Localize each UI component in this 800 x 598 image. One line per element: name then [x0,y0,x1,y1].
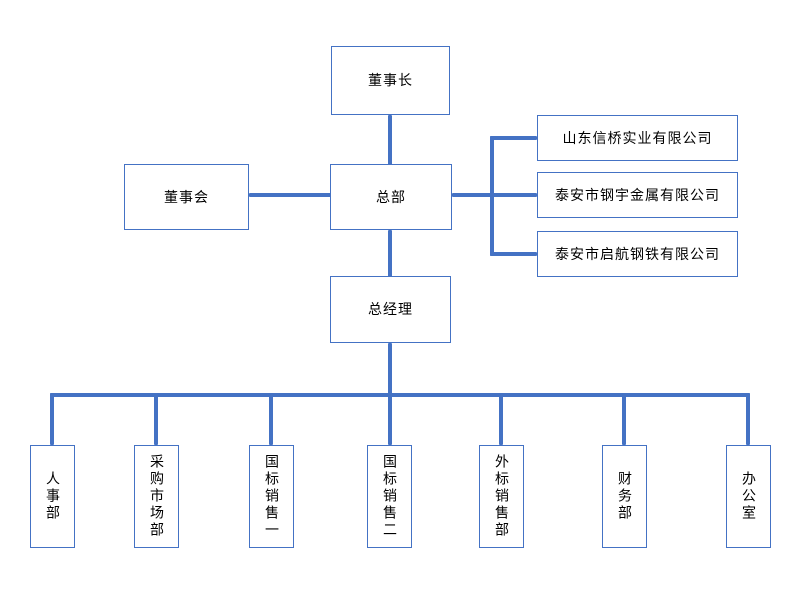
connector-drop-dept-2 [154,393,158,445]
connector-hq-right-trunk [452,193,492,197]
node-company-2: 泰安市钢宇金属有限公司 [537,172,738,218]
connector-drop-dept-3 [269,393,273,445]
connector-drop-dept-4 [388,393,392,445]
connector-branch-company-1 [490,136,537,140]
node-general-manager: 总经理 [330,276,451,343]
connector-chairman-hq [388,115,392,165]
node-dept-external-sales: 外标销售部 [479,445,524,548]
node-dept-office: 办公室 [726,445,771,548]
connector-drop-dept-7 [746,393,750,445]
connector-gm-bus [388,343,392,397]
node-dept-finance: 财务部 [602,445,647,548]
node-dept-procurement-market: 采购市场部 [134,445,179,548]
node-dept-national-sales-1: 国标销售一 [249,445,294,548]
node-chairman: 董事长 [331,46,450,115]
connector-drop-dept-5 [499,393,503,445]
node-dept-hr: 人事部 [30,445,75,548]
node-headquarters: 总部 [330,164,452,230]
connector-drop-dept-6 [622,393,626,445]
node-company-3: 泰安市启航钢铁有限公司 [537,231,738,277]
node-dept-national-sales-2: 国标销售二 [367,445,412,548]
connector-hq-gm [388,230,392,277]
connector-board-hq [249,193,331,197]
node-company-1: 山东信桥实业有限公司 [537,115,738,161]
connector-branch-company-2 [490,193,537,197]
node-board: 董事会 [124,164,249,230]
connector-bus [50,393,750,397]
connector-drop-dept-1 [50,393,54,445]
connector-branch-company-3 [490,252,537,256]
